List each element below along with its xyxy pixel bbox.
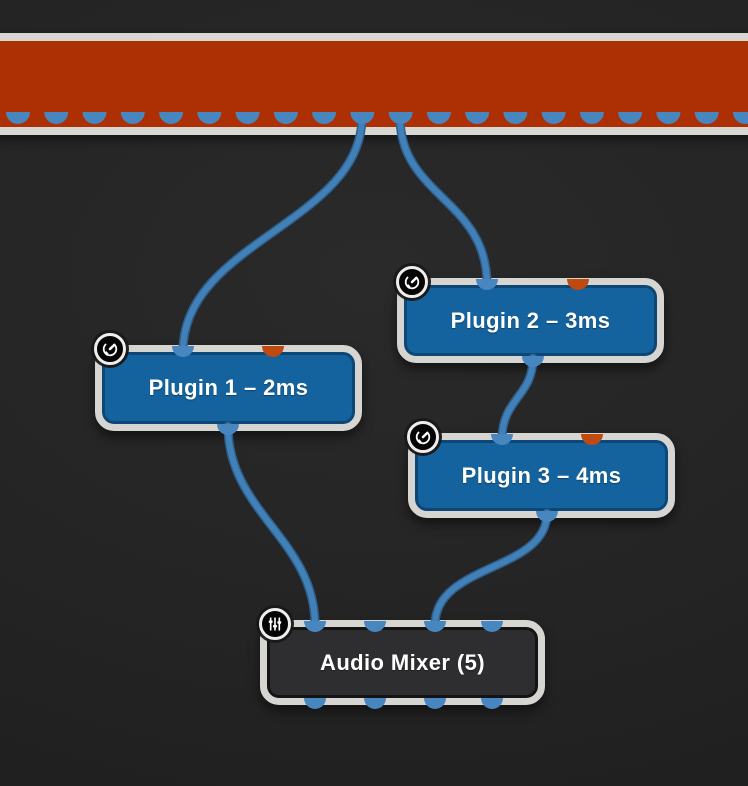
hardware-port[interactable] <box>120 112 145 125</box>
input-orange-port[interactable] <box>262 346 284 357</box>
hardware-port[interactable] <box>273 112 298 125</box>
node-badge[interactable] <box>259 608 291 640</box>
node-label: Plugin 1 – 2ms <box>148 375 309 400</box>
node-badge[interactable] <box>94 333 126 365</box>
hardware-port[interactable] <box>235 112 260 125</box>
node-badge[interactable] <box>407 421 439 453</box>
hardware-port[interactable] <box>694 112 719 125</box>
hardware-port[interactable] <box>656 112 681 125</box>
audio-mixer-node[interactable]: Audio Mixer (5) <box>259 608 545 705</box>
hardware-port[interactable] <box>426 112 451 125</box>
cable[interactable] <box>499 355 536 442</box>
plugin-node-2[interactable]: Plugin 2 – 3ms <box>396 266 664 363</box>
hardware-port[interactable] <box>6 112 30 124</box>
input-port[interactable] <box>172 346 194 357</box>
hardware-port[interactable] <box>82 112 107 125</box>
output-port[interactable] <box>304 698 326 709</box>
input-port[interactable] <box>364 621 386 632</box>
latency-gauge-icon <box>415 429 431 445</box>
input-port[interactable] <box>424 621 446 632</box>
hardware-port[interactable] <box>44 112 69 125</box>
plugin-node-1[interactable]: Plugin 1 – 2ms <box>94 333 362 431</box>
output-port[interactable] <box>364 698 386 709</box>
hardware-port[interactable] <box>197 112 222 125</box>
input-port[interactable] <box>491 434 513 445</box>
hardware-port[interactable] <box>618 112 643 125</box>
cable[interactable] <box>180 114 365 354</box>
output-port[interactable] <box>217 424 239 435</box>
cable[interactable] <box>397 114 490 287</box>
node-label: Audio Mixer (5) <box>320 649 485 675</box>
mixer-faders-icon <box>268 617 282 631</box>
hardware-port[interactable] <box>388 112 413 125</box>
input-orange-port[interactable] <box>581 434 603 445</box>
hardware-port[interactable] <box>159 112 184 125</box>
input-port[interactable] <box>476 279 498 290</box>
input-port[interactable] <box>481 621 503 632</box>
latency-gauge-icon <box>102 341 118 357</box>
output-port[interactable] <box>481 698 503 709</box>
plugin-node-3[interactable]: Plugin 3 – 4ms <box>407 421 675 518</box>
hardware-port[interactable] <box>465 112 490 125</box>
hardware-port[interactable] <box>732 112 748 124</box>
hardware-port[interactable] <box>503 112 528 125</box>
node-label: Plugin 3 – 4ms <box>461 462 622 488</box>
hardware-port[interactable] <box>541 112 566 125</box>
output-port[interactable] <box>424 698 446 709</box>
output-port[interactable] <box>536 511 558 522</box>
hardware-port[interactable] <box>312 112 337 125</box>
hardware-port[interactable] <box>579 112 604 125</box>
hardware-port[interactable] <box>350 112 375 125</box>
input-orange-port[interactable] <box>567 279 589 290</box>
cable[interactable] <box>432 510 550 628</box>
latency-gauge-icon <box>404 274 420 290</box>
cable[interactable] <box>225 423 318 628</box>
node-label: Plugin 2 – 3ms <box>450 307 611 333</box>
input-port[interactable] <box>304 621 326 632</box>
output-port[interactable] <box>522 356 544 367</box>
node-badge[interactable] <box>396 266 428 298</box>
